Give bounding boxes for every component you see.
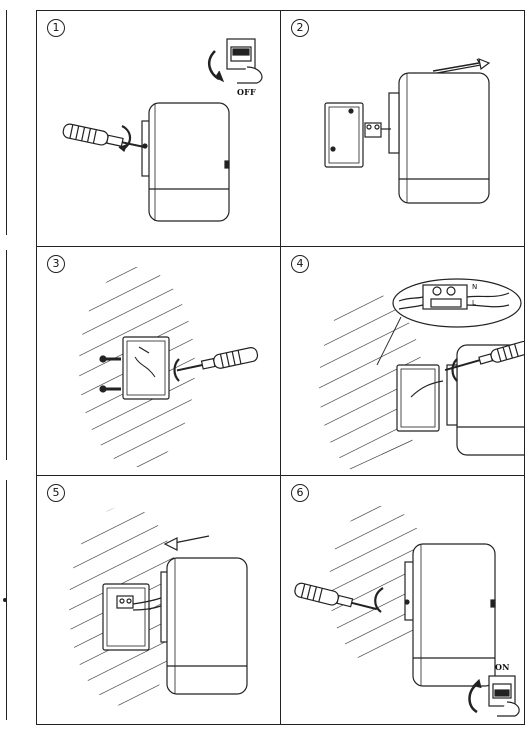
lamp-body (166, 557, 248, 695)
screwdriver (444, 340, 524, 372)
lamp-body (398, 72, 490, 204)
step-2-illustration (324, 58, 491, 204)
edge-dot (3, 598, 7, 602)
edge-rule-middle (6, 250, 7, 460)
rotation-arrow (451, 358, 458, 382)
screwdriver (176, 347, 259, 372)
step-5-illustration (69, 506, 248, 706)
installation-steps-grid: 1 OFF 2 (36, 10, 525, 725)
lamp-body (412, 543, 496, 687)
screw (142, 143, 148, 149)
step-2-number: 2 (291, 19, 309, 37)
screwdriver (62, 123, 144, 148)
rotation-arrow (173, 358, 180, 382)
step-1-illustration (62, 38, 263, 222)
step-3-panel: 3 (37, 247, 281, 476)
live-label: L (472, 299, 476, 307)
step-1-panel: 1 OFF (37, 11, 281, 247)
on-label: ON (495, 662, 510, 672)
step-1-number: 1 (47, 19, 65, 37)
terminal-block (364, 122, 382, 138)
page-edge-marks (0, 0, 8, 730)
screw (404, 599, 410, 605)
step-4-illustration (319, 278, 524, 476)
lamp-indicator (224, 160, 230, 169)
wall-plugs (99, 355, 121, 393)
switch-arrow (468, 683, 478, 714)
step-3-number: 3 (47, 255, 65, 273)
lamp-body (148, 102, 230, 222)
step-6-panel: 6 ON (281, 476, 524, 724)
power-switch (226, 38, 263, 84)
off-label: OFF (237, 87, 256, 97)
screwdriver (294, 582, 378, 611)
power-switch (488, 675, 520, 717)
edge-rule-top (6, 10, 7, 235)
step-5-panel: 5 (37, 476, 281, 724)
step-2-panel: 2 (281, 11, 524, 247)
step-3-illustration (79, 267, 259, 467)
step-5-number: 5 (47, 484, 65, 502)
rotation-arrow (374, 587, 384, 613)
step-6-number: 6 (291, 484, 309, 502)
step-4-number: 4 (291, 255, 309, 273)
step-6-illustration (294, 506, 520, 717)
step-4-panel: 4 N L (281, 247, 524, 476)
direction-arrow (432, 62, 480, 72)
lamp-indicator (490, 599, 496, 608)
neutral-label: N (472, 283, 478, 291)
